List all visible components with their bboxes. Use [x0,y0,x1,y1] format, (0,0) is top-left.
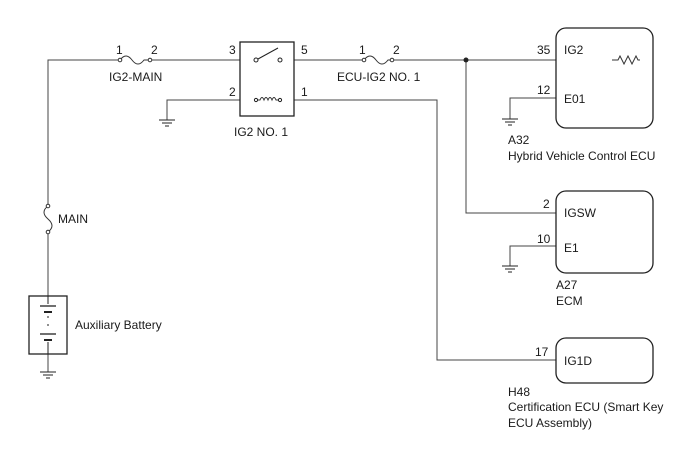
a32-e01-name: E01 [564,92,586,106]
h48-ig1d-pin: 17 [535,345,549,359]
a32-e01-pin: 12 [537,83,551,97]
h48-name-line2: ECU Assembly) [508,416,592,430]
battery-label: Auxiliary Battery [75,318,162,332]
a32-ig2-pin: 35 [537,43,551,57]
relay-pin-3: 3 [229,43,236,57]
fuse-icon [117,55,153,65]
h48-ig1d-name: IG1D [564,354,592,368]
a27-e1-pin: 10 [537,232,551,246]
ground-icon [502,265,518,273]
resistor-icon [612,54,640,66]
fuse-icon [43,203,53,235]
a27-code: A27 [556,278,578,292]
a27-name: ECM [556,294,583,308]
a32-name: Hybrid Vehicle Control ECU [508,149,655,163]
wire-battery-to-ig2main [47,59,120,296]
wire-a32-ground [509,97,556,119]
a27-e1-name: E1 [564,241,579,255]
ecu-a27-box [555,190,654,274]
ground-icon [40,371,56,379]
relay-switch-icon [253,47,283,63]
battery-icon [40,296,56,354]
wire-relay-to-h48 [280,99,556,361]
ground-icon [159,119,175,127]
junction-dot-icon [463,57,469,63]
fuse-ecuig2-pin-a: 1 [359,43,366,57]
relay-pin-2: 2 [229,85,236,99]
relay-box [239,41,295,117]
a27-igsw-pin: 2 [543,197,550,211]
fuse-main-label: MAIN [58,212,88,226]
fuse-ig2main-pin-b: 2 [151,43,158,57]
wire-a27-ground [509,245,556,266]
fuse-ecuig2-label: ECU-IG2 NO. 1 [337,70,421,84]
relay-label: IG2 NO. 1 [234,125,288,139]
wire-relay-coil-ground [166,99,256,120]
fuse-ig2main-pin-a: 1 [116,43,123,57]
a27-igsw-name: IGSW [564,206,597,220]
a32-code: A32 [508,133,530,147]
ecu-h48-box [555,337,654,384]
fuse-icon [361,55,395,65]
fuse-ecuig2-pin-b: 2 [393,43,400,57]
h48-name-line1: Certification ECU (Smart Key [508,400,663,414]
relay-pin-5: 5 [301,43,308,57]
fuse-ig2main-label: IG2-MAIN [109,70,162,84]
ground-icon [502,118,518,126]
wire-branch-to-a27 [465,60,556,214]
relay-coil-icon [253,97,283,103]
relay-pin-1: 1 [301,85,308,99]
ecu-a32-box [555,27,654,129]
h48-code: H48 [508,385,530,399]
a32-ig2-name: IG2 [564,43,584,57]
